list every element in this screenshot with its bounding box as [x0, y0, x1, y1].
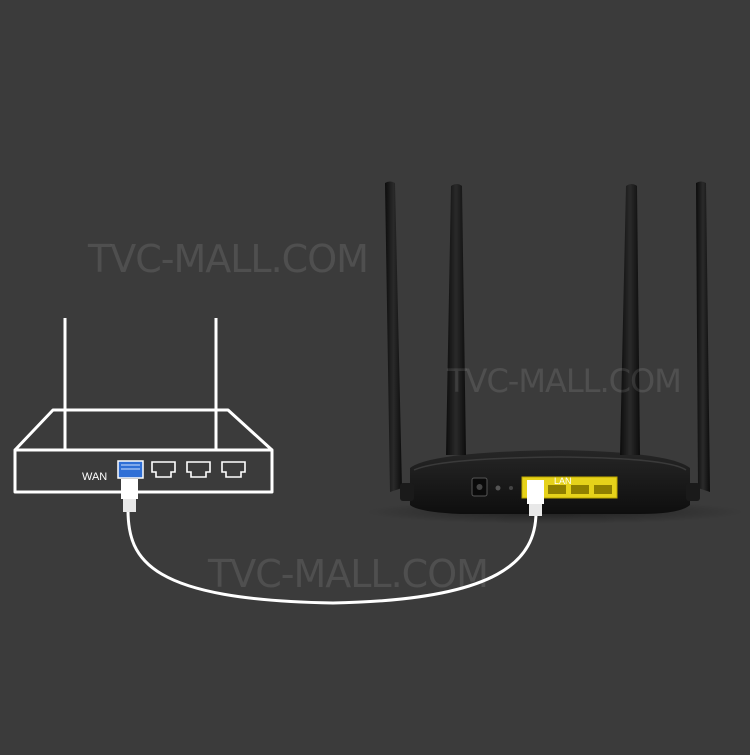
- upstream-router-front: [13, 448, 274, 494]
- ethernet-plug-icon: [121, 479, 138, 499]
- lan-label: LAN: [554, 476, 572, 486]
- wan-label: WAN: [82, 471, 108, 483]
- ethernet-cable-icon: [121, 479, 544, 605]
- antenna-1: [385, 181, 402, 492]
- lan-ports-icon: [521, 476, 618, 499]
- upstream-router: [13, 318, 274, 494]
- antenna-4: [696, 181, 710, 492]
- reset-button-icon: [495, 485, 501, 491]
- antenna-3: [620, 184, 640, 455]
- ethernet-port-icon: [151, 461, 246, 478]
- ethernet-plug-icon: [527, 480, 544, 504]
- upstream-router-top: [13, 408, 274, 452]
- wan-port-icon: [117, 460, 144, 479]
- antenna-2: [446, 184, 466, 455]
- product-router: [385, 181, 710, 514]
